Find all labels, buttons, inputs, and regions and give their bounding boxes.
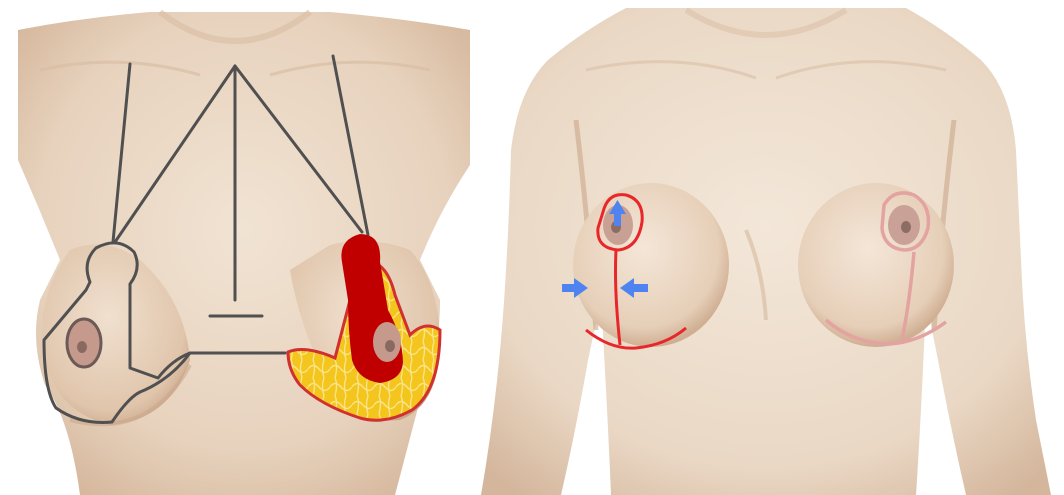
nipple-left [77,341,87,353]
postoperative-illustration [476,0,1064,495]
nipple-right [901,221,911,233]
breast-left [573,183,729,347]
preoperative-illustration [0,0,470,495]
torso-with-arms [481,8,1051,495]
preoperative-svg [0,0,470,495]
nipple-right [385,340,395,352]
breast-right [798,183,954,347]
postoperative-svg [476,0,1064,495]
